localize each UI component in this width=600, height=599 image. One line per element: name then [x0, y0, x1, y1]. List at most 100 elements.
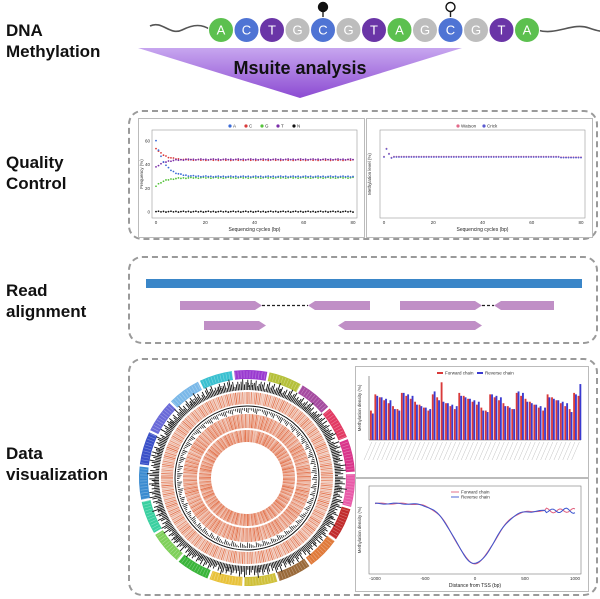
methylation-ring-inner-tick [271, 504, 280, 514]
coverage-histogram-bar [238, 565, 241, 577]
coverage-histogram-bar [153, 463, 161, 466]
coverage-histogram-bar [151, 454, 162, 458]
methylation-ring-middle-tick [255, 414, 259, 429]
methylation-ring-outer-tick [233, 392, 236, 405]
qc-left-point [182, 159, 185, 162]
methylation-ring-inner-tick [273, 502, 283, 512]
coverage-histogram-bar [174, 532, 179, 537]
qc-left-point [294, 210, 297, 213]
coverage-histogram-bar [156, 436, 168, 442]
qc-left-point [197, 158, 200, 161]
ideogram-band [225, 373, 228, 381]
qc-left-legend-swatch [244, 124, 248, 128]
coverage-histogram-bar [185, 545, 192, 553]
qc-left-point [222, 175, 225, 178]
ideogram-band [186, 560, 191, 567]
methylation-ring-inner-tick [213, 504, 223, 514]
coverage-histogram-bar [268, 387, 271, 393]
methylation-ring-outer-tick [314, 443, 327, 450]
ideogram-band [181, 393, 187, 399]
methylation-ring-inner-tick [219, 438, 227, 449]
coverage-histogram-bar [291, 553, 295, 559]
methylation-ring-outer-tick [268, 548, 274, 561]
methylation-ring-middle-tick [240, 527, 244, 542]
methylation-ring-inner-tick [206, 450, 218, 459]
methylation-ring-outer-tick [273, 397, 279, 410]
coverage-histogram-bar [160, 434, 169, 440]
inner-histogram-bar [214, 415, 217, 420]
methylation-ring-outer-tick [178, 424, 189, 433]
ideogram-band [338, 436, 346, 440]
methylation-ring-outer-tick [162, 462, 175, 466]
methylation-ring-inner-tick [258, 432, 264, 445]
methylation-ring-inner-tick [271, 503, 281, 513]
methylation-ring-outer-tick [314, 507, 327, 513]
ideogram-band [194, 384, 199, 392]
coverage-histogram-bar [277, 560, 283, 572]
coverage-histogram-bar [309, 539, 318, 547]
coverage-histogram-bar [164, 432, 170, 437]
methylation-ring-inner-tick [220, 437, 228, 449]
methylation-ring-middle-tick [258, 526, 264, 541]
ideogram-band [340, 438, 347, 443]
ideogram-band [148, 516, 156, 520]
methylation-ring-inner-tick [255, 431, 260, 444]
coverage-histogram-bar [329, 444, 335, 448]
qc-right-point [570, 156, 572, 159]
inner-histogram-bar [188, 514, 192, 517]
methylation-ring-inner-tick [234, 431, 239, 444]
qc-right-point [535, 156, 538, 158]
qc-left-point [242, 175, 245, 178]
methylation-ring-inner-tick [280, 489, 293, 495]
inner-histogram-bar [179, 458, 185, 461]
methylation-ring-outer-tick [278, 544, 285, 556]
methylation-ring-outer-tick [313, 440, 325, 447]
methylation-ring-inner-tick [266, 437, 275, 449]
qc-right-point [505, 156, 508, 158]
methylation-ring-outer-tick [280, 543, 287, 555]
methylation-ring-outer-tick [270, 548, 275, 560]
coverage-histogram-bar [333, 459, 343, 463]
qc-right-point [432, 156, 435, 158]
methylation-ring-outer-tick [209, 544, 216, 556]
inner-histogram-bar [192, 520, 196, 523]
bar-category-label-stub [385, 441, 394, 461]
methylation-ring-middle-tick [269, 420, 277, 434]
bar-forward [551, 397, 553, 440]
methylation-ring-middle-tick [207, 426, 217, 439]
qc-left-point [197, 175, 200, 177]
qc-left-point [207, 158, 210, 161]
qc-left-point [282, 210, 285, 213]
qc-left-point [244, 210, 247, 213]
methylation-ring-outer-tick [172, 515, 184, 523]
chromosome-ideogram-segment [339, 439, 355, 473]
methylation-ring-outer-tick [315, 445, 327, 451]
methylation-ring-outer-tick [302, 526, 312, 536]
coverage-histogram-bar [202, 556, 209, 567]
methylation-ring-middle-tick [190, 501, 204, 509]
methylation-ring-outer-tick [241, 551, 244, 564]
methylation-ring-inner-tick [205, 495, 217, 503]
methylation-ring-outer-tick [170, 511, 182, 518]
methylation-ring-outer-tick [163, 496, 176, 501]
methylation-ring-middle-tick [264, 524, 271, 539]
ideogram-band [162, 538, 168, 544]
methylation-ring-outer-tick [315, 446, 328, 452]
bar-forward [440, 382, 443, 440]
methylation-ring-outer-tick [262, 393, 267, 406]
methylation-ring-middle-tick [268, 522, 276, 536]
methylation-ring-middle-tick [195, 438, 208, 449]
bar-category-label-stub [399, 441, 408, 461]
coverage-histogram-bar [212, 559, 216, 566]
bar-category-label-stub [491, 441, 500, 461]
methylation-ring-middle-tick [295, 461, 310, 467]
qc-left-point [269, 210, 272, 213]
qc-left-point [229, 210, 232, 213]
methylation-ring-outer-tick [170, 512, 182, 519]
qc-left-point [217, 175, 220, 177]
inner-histogram-bar [304, 508, 309, 512]
coverage-histogram-bar [177, 416, 182, 421]
inner-histogram-bar [296, 430, 299, 433]
methylation-ring-inner-tick [209, 500, 220, 509]
bar-reverse [561, 401, 564, 440]
